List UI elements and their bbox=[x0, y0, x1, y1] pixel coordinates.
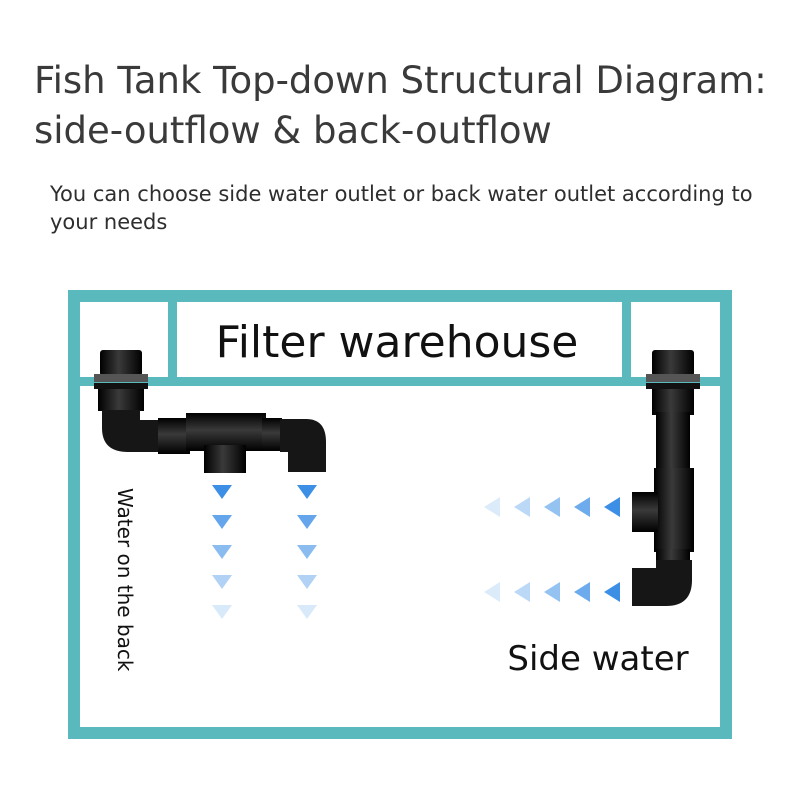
arrow-down bbox=[297, 515, 317, 529]
side-outflow-arrows bbox=[484, 497, 620, 602]
page-title: Fish Tank Top-down Structural Diagram: s… bbox=[34, 59, 767, 152]
back-outflow-arrows bbox=[212, 485, 317, 619]
arrow-down bbox=[212, 515, 232, 529]
arrow-down bbox=[297, 575, 317, 589]
back-outflow-pipe bbox=[94, 350, 326, 473]
arrow-down bbox=[212, 485, 232, 499]
arrow-left bbox=[514, 582, 530, 602]
arrow-left bbox=[544, 582, 560, 602]
arrow-left bbox=[514, 497, 530, 517]
arrow-left bbox=[484, 497, 500, 517]
arrow-left bbox=[604, 582, 620, 602]
side-water-label: Side water bbox=[507, 639, 688, 679]
tank-outline bbox=[68, 290, 732, 739]
arrow-down bbox=[297, 545, 317, 559]
page-subtitle: You can choose side water outlet or back… bbox=[50, 182, 753, 234]
arrow-left bbox=[484, 582, 500, 602]
arrow-down bbox=[297, 605, 317, 619]
arrow-down bbox=[212, 605, 232, 619]
arrow-left bbox=[574, 582, 590, 602]
arrow-left bbox=[574, 497, 590, 517]
back-water-label: Water on the back bbox=[113, 488, 137, 672]
arrow-down bbox=[212, 545, 232, 559]
arrow-down bbox=[212, 575, 232, 589]
side-outflow-pipe bbox=[632, 350, 700, 606]
arrow-left bbox=[544, 497, 560, 517]
arrow-down bbox=[297, 485, 317, 499]
arrow-left bbox=[604, 497, 620, 517]
filter-warehouse-label: Filter warehouse bbox=[216, 317, 579, 368]
